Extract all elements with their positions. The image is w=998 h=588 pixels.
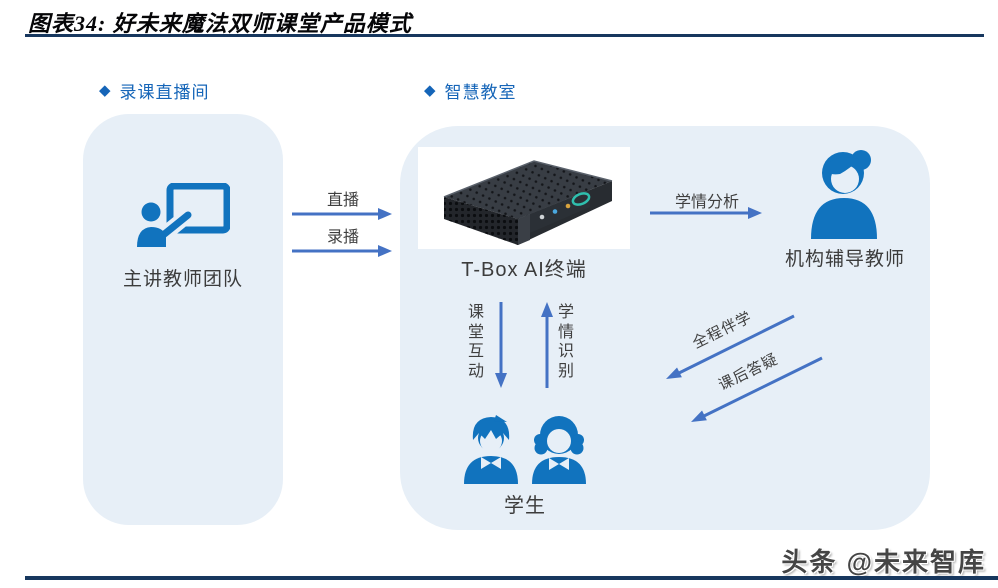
watermark: 头条 @未来智库: [781, 547, 986, 577]
arrow-live-right: [292, 207, 392, 221]
flow-label-learning-analysis: 学情分析: [674, 194, 739, 211]
arrow-recorded-right: [292, 244, 392, 258]
flow-label-learning-recognition: 学情识别: [557, 304, 574, 380]
section-header-smart-classroom: ◆ 智慧教室: [424, 78, 517, 103]
teacher-team-label: 主讲教师团队: [122, 269, 243, 290]
tbox-device-photo: [418, 147, 630, 249]
recording-room-panel: [83, 114, 283, 525]
figure-title: 图表34: 好未来魔法双师课堂产品模式: [28, 11, 412, 36]
title-underline: [25, 34, 984, 37]
arrow-learning-recognition-up: [540, 302, 554, 388]
flow-label-live: 直播: [326, 192, 359, 209]
bottom-rule: [25, 576, 998, 580]
flow-label-recorded: 录播: [326, 229, 359, 246]
arrow-after-class-qa-downleft: [680, 350, 828, 430]
section-label-smart-classroom: 智慧教室: [444, 83, 517, 102]
section-header-recording-room: ◆ 录课直播间: [99, 78, 210, 103]
arrow-classroom-interaction-down: [494, 302, 508, 388]
students-label: 学生: [504, 495, 546, 517]
diamond-bullet-icon: ◆: [99, 82, 111, 99]
female-tutor-icon: [806, 146, 882, 240]
boy-student-icon: [462, 414, 520, 484]
flow-label-classroom-interaction: 课堂互动: [467, 304, 484, 380]
tutor-label: 机构辅导教师: [784, 249, 905, 270]
tbox-label: T-Box AI终端: [461, 259, 587, 281]
arrow-full-accompaniment-downleft: [658, 310, 800, 386]
arrow-learning-analysis-right: [650, 206, 762, 220]
diamond-bullet-icon: ◆: [424, 82, 436, 99]
girl-student-icon: [528, 414, 590, 484]
section-label-recording-room: 录课直播间: [119, 83, 210, 102]
teacher-presenting-icon: [136, 183, 230, 257]
